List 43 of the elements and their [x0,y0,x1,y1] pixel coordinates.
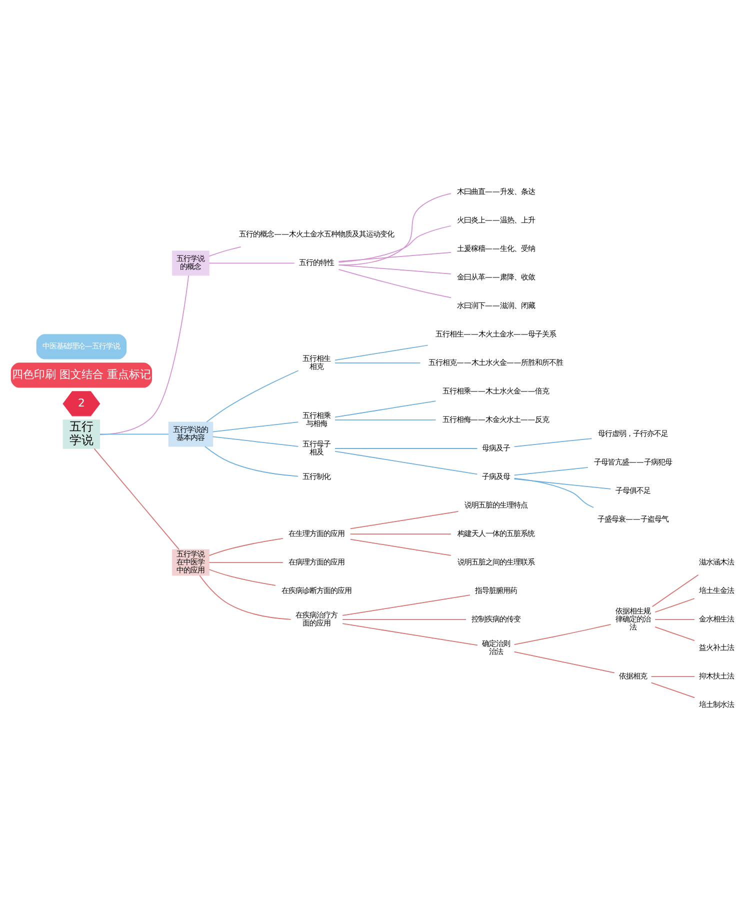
connector [206,370,299,422]
connector [342,623,478,646]
connector [334,344,428,361]
connector [338,252,452,262]
connector [342,619,467,620]
connector [208,262,295,264]
node-box: 五行学说 [62,420,100,449]
connector [199,575,292,620]
connector [514,466,588,476]
connector [334,400,436,418]
label: 四色印刷 图文结合 重点标记 [12,368,151,381]
connector [338,193,452,266]
connector [208,246,242,257]
connector [94,448,180,550]
connector [100,275,190,436]
connector [204,446,299,477]
connector [654,598,695,613]
connector [350,538,452,556]
connector [514,478,612,490]
connector [208,538,284,556]
connector [334,448,478,449]
connector [514,438,592,448]
connector [650,676,696,677]
connector [650,682,696,698]
connector [100,434,169,435]
connector [338,268,452,298]
connector [212,436,299,447]
connector [514,624,612,646]
connector [342,594,470,616]
connector [208,569,276,586]
connector [334,450,478,475]
connector [654,619,695,620]
connector [212,422,299,432]
connector [654,626,695,642]
connector [334,362,421,364]
connector [208,562,284,563]
connector [338,225,452,263]
connector [350,510,459,530]
connector [338,264,452,274]
connector [514,651,615,674]
connector [652,574,699,608]
connector [514,478,594,508]
label: 2 [78,396,85,410]
